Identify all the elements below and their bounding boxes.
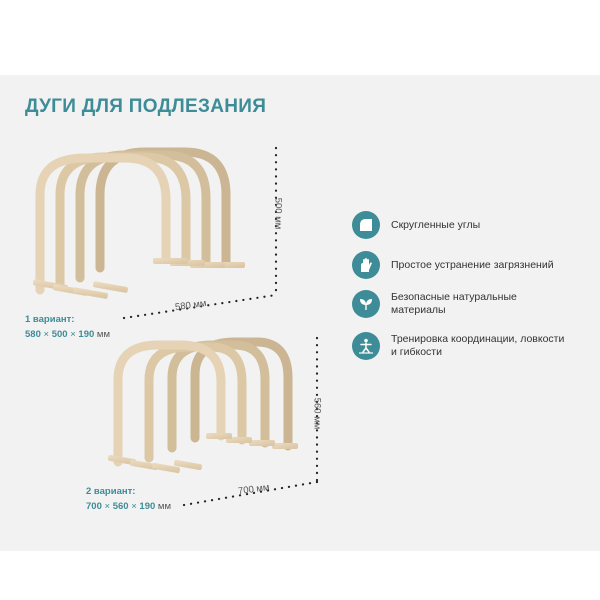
page-title: ДУГИ ДЛЯ ПОДЛЕЗАНИЯ	[25, 96, 267, 117]
variant-1-dimensions: 580 × 500 × 190 мм	[25, 329, 110, 340]
feature-rounded-corners: Скругленные углы	[352, 211, 571, 239]
feature-text: Простое устранение загрязнений	[391, 258, 554, 271]
feature-natural-materials: Безопасные натуральные материалы	[352, 290, 571, 318]
v2-width-dotted-line	[182, 480, 319, 507]
variant-2-dimensions: 700 × 560 × 190 мм	[86, 501, 171, 512]
v2-height-label: 560 мм	[311, 397, 323, 430]
arches-variant-1	[33, 147, 245, 299]
variant-1-name: 1 вариант:	[25, 314, 75, 325]
variant-2-caption: 2 вариант: 700 × 560 × 190 мм	[86, 484, 171, 514]
variant-1-caption: 1 вариант: 580 × 500 × 190 мм	[25, 312, 110, 342]
feature-text: Скругленные углы	[391, 218, 481, 231]
feature-text: Тренировка координации, ловкости и гибко…	[391, 333, 565, 358]
v1-width-dotted-line	[122, 293, 278, 320]
rounded-corner-icon	[352, 211, 380, 239]
arch-4-front-v2	[108, 340, 232, 474]
feature-text: Безопасные натуральные материалы	[391, 291, 517, 316]
feature-coordination: Тренировка координации, ловкости и гибко…	[352, 332, 571, 360]
arch-4-front	[33, 153, 188, 299]
balance-person-icon	[352, 332, 380, 360]
variant-2-name: 2 вариант:	[86, 486, 136, 497]
leaf-icon	[352, 290, 380, 318]
v1-height-label: 500 мм	[272, 197, 284, 230]
clean-hand-icon	[352, 251, 380, 279]
arches-variant-2	[108, 337, 298, 474]
feature-easy-cleaning: Простое устранение загрязнений	[352, 251, 571, 279]
